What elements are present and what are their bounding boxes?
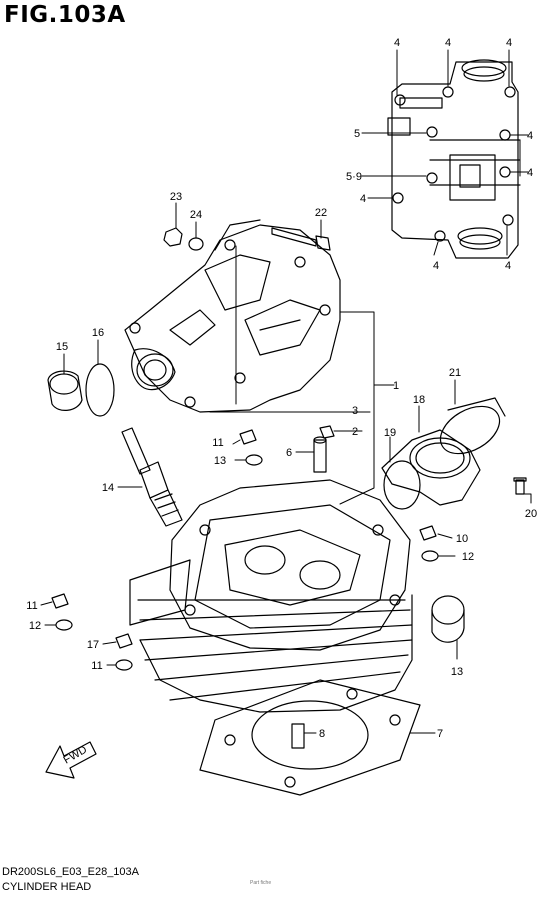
callout-layer: 4 4 4 4 5 5·9 4 4 4 4 23 24 22 1 15 16 21 18 3 2 19 11 6 13 14 10… xyxy=(26,37,537,740)
cap-15 xyxy=(47,370,83,411)
callout-13: 1 xyxy=(393,380,399,392)
bolt-20 xyxy=(513,477,527,495)
nut-23 xyxy=(163,227,183,247)
callout-16: 21 xyxy=(449,367,461,379)
head-cover-underside xyxy=(387,59,521,259)
bolt-11-a xyxy=(239,429,257,445)
callout-28: 11 xyxy=(26,600,37,612)
fwd-arrow xyxy=(45,741,97,779)
gasket-7 xyxy=(199,679,421,796)
intake-pipe-18 xyxy=(381,429,481,506)
leaders-main xyxy=(40,202,532,734)
callout-2: 4 xyxy=(506,37,512,49)
guide-6 xyxy=(313,436,327,473)
dowel-2 xyxy=(319,425,335,439)
callout-25: 10 xyxy=(456,533,468,545)
o-ring-16 xyxy=(85,363,115,417)
callout-19: 2 xyxy=(352,426,358,438)
plug-17 xyxy=(431,595,465,643)
bolt-22 xyxy=(271,227,331,251)
callout-21: 11 xyxy=(212,437,223,449)
callout-11: 24 xyxy=(190,209,202,221)
callout-17: 18 xyxy=(413,394,425,406)
callout-18: 3 xyxy=(352,405,358,417)
callout-3: 4 xyxy=(527,130,533,142)
callout-24: 14 xyxy=(102,482,114,494)
figure-title: FIG.103A xyxy=(4,2,126,28)
callout-14: 15 xyxy=(56,341,68,353)
callout-1: 4 xyxy=(445,37,451,49)
callout-32: 13 xyxy=(451,666,463,678)
callout-9: 4 xyxy=(505,260,511,272)
figure-code: DR200SL6_E03_E28_103A xyxy=(2,866,140,878)
callout-5: 5·9 xyxy=(346,171,362,183)
fwd-label: FWD xyxy=(62,744,90,767)
callout-31: 11 xyxy=(91,660,102,672)
washer-13-a xyxy=(245,454,263,466)
callout-6: 4 xyxy=(360,193,366,205)
callout-33: 8 xyxy=(319,728,325,740)
small-print: Part fiche xyxy=(250,880,272,886)
bolt-11-b xyxy=(51,593,69,609)
callout-15: 16 xyxy=(92,327,104,339)
callout-29: 12 xyxy=(29,620,41,632)
callout-8: 4 xyxy=(433,260,439,272)
washer-12-a xyxy=(421,550,439,562)
spark-plug-14 xyxy=(121,427,183,527)
callout-30: 17 xyxy=(87,639,99,651)
head-cover xyxy=(124,219,341,413)
callout-12: 22 xyxy=(315,207,327,219)
callout-26: 12 xyxy=(462,551,474,563)
callout-34: 7 xyxy=(437,728,443,740)
cylinder-head xyxy=(129,479,413,713)
clamp-21 xyxy=(439,397,506,455)
callout-22: 6 xyxy=(286,447,292,459)
figure-name: CYLINDER HEAD xyxy=(2,881,92,893)
washer-12-b xyxy=(55,619,73,631)
callout-10: 23 xyxy=(170,191,182,203)
washer-13-b xyxy=(115,659,133,671)
nut-10 xyxy=(419,525,437,541)
o-ring-19 xyxy=(383,460,421,510)
callout-27: 20 xyxy=(525,508,537,520)
callout-23: 13 xyxy=(214,455,226,467)
leaders-top-right xyxy=(361,49,529,256)
washer-24 xyxy=(188,237,204,251)
callout-7: 4 xyxy=(527,167,533,179)
dowel-8 xyxy=(291,723,305,749)
bolt-11-c xyxy=(115,633,133,649)
callout-20: 19 xyxy=(384,427,396,439)
callout-0: 4 xyxy=(394,37,400,49)
callout-4: 5 xyxy=(354,128,360,140)
